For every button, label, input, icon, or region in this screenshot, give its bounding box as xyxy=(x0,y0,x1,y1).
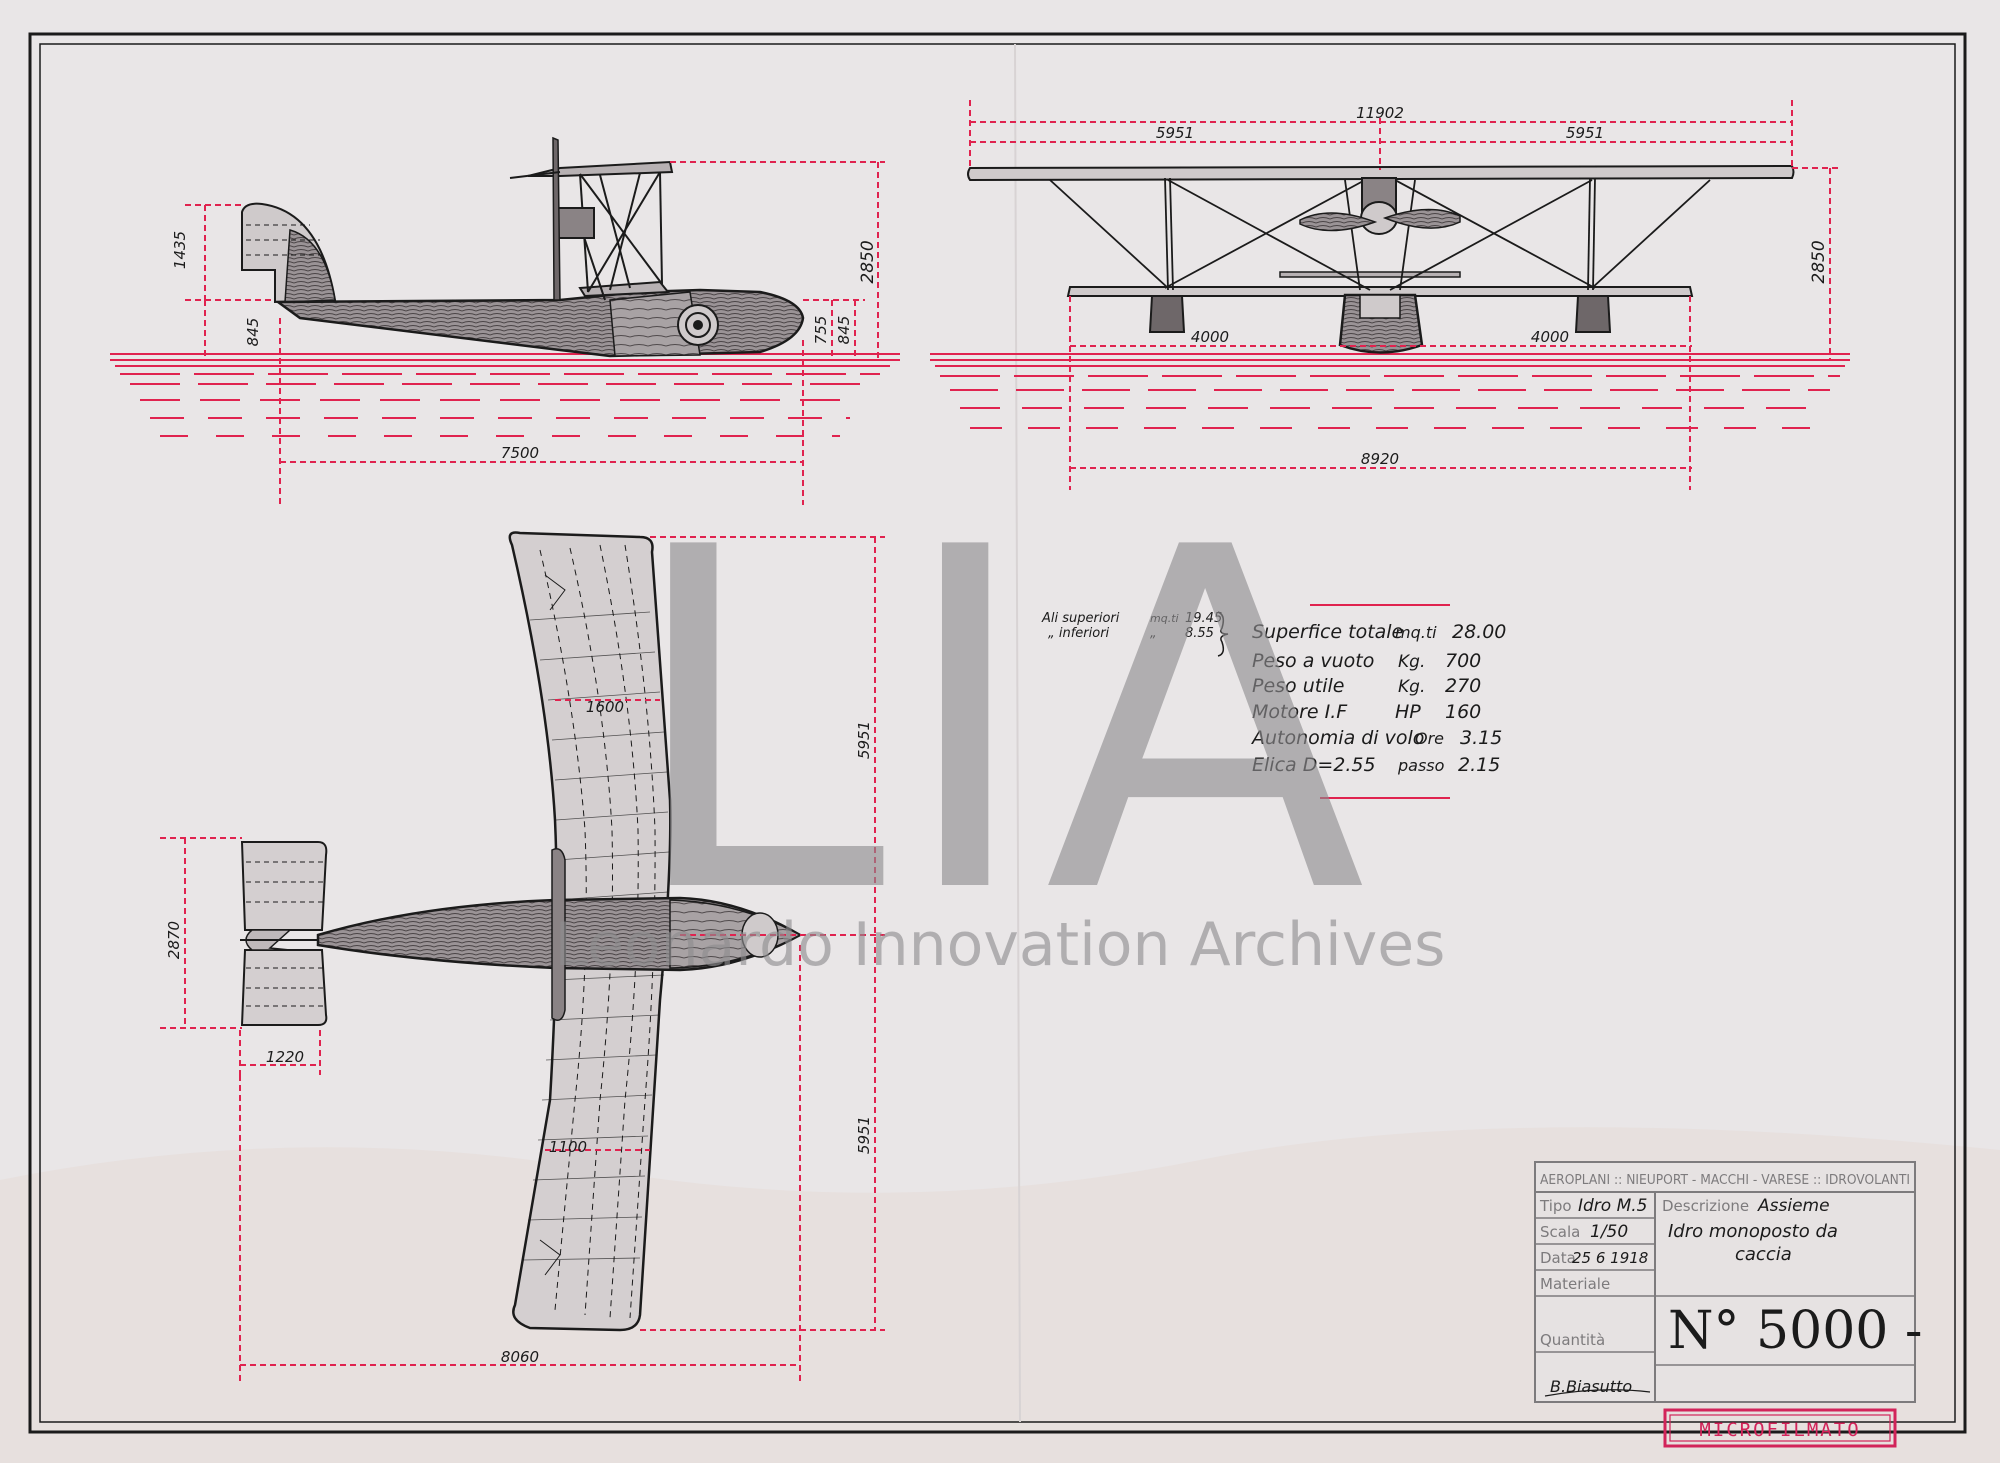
wing-note-lower-label: „ inferiori xyxy=(1048,626,1110,641)
front-dim-height: 2850 xyxy=(1809,240,1829,283)
top-tail-upper xyxy=(240,841,328,931)
spec-row: Elica D=2.55 passo 2.15 xyxy=(1252,754,1500,776)
description-line-1: Idro monoposto da xyxy=(1668,1221,1838,1242)
side-dim-tail-height: 1435 xyxy=(171,231,189,269)
front-view: 11902 5951 5951 2850 4000 4000 8920 xyxy=(930,100,1850,490)
side-dim-lines xyxy=(185,161,885,505)
side-dim-height: 2850 xyxy=(858,240,878,283)
svg-text:passo: passo xyxy=(1397,756,1445,775)
front-float-left xyxy=(1148,295,1186,333)
top-dim-chord-lower: 1100 xyxy=(549,1138,587,1156)
svg-text:270: 270 xyxy=(1445,675,1481,697)
front-lower-wing xyxy=(1066,286,1694,297)
wing-note-lower-unit: „ xyxy=(1150,626,1157,641)
svg-text:3.15: 3.15 xyxy=(1460,727,1502,749)
scala-label: Scala xyxy=(1540,1223,1580,1241)
data-value: 25 6 1918 xyxy=(1572,1249,1648,1267)
top-dim-chord-upper: 1600 xyxy=(586,698,624,716)
spec-row: Superfice totale mq.ti 28.00 xyxy=(1252,621,1506,643)
side-view: 1435 845 2850 755 845 7500 xyxy=(110,136,900,505)
front-dim-lower-span: 8920 xyxy=(1361,450,1399,468)
top-dim-semi-span-upper: 5951 xyxy=(855,721,873,759)
watermark: LIA Leonardo Innovation Archives xyxy=(555,449,1446,996)
svg-text:Peso a vuoto: Peso a vuoto xyxy=(1252,650,1374,672)
watermark-logo: LIA xyxy=(624,449,1376,996)
front-dim-span: 11902 xyxy=(1356,104,1404,122)
spec-row: Motore I.F HP 160 xyxy=(1252,701,1481,723)
side-dim-length: 7500 xyxy=(501,444,539,462)
top-dim-tail-span: 2870 xyxy=(165,921,183,959)
microfilm-stamp: MICROFILMATO xyxy=(1663,1408,1897,1448)
side-water-lines xyxy=(110,353,900,437)
svg-text:Ore: Ore xyxy=(1415,729,1444,748)
svg-text:28.00: 28.00 xyxy=(1452,621,1506,643)
svg-text:Autonomia di volo: Autonomia di volo xyxy=(1250,727,1424,749)
signature: B.Biasutto xyxy=(1550,1377,1632,1396)
top-view: 1600 1100 5951 5951 2870 1220 8060 xyxy=(160,531,885,1385)
svg-text:HP: HP xyxy=(1395,701,1421,723)
front-dim-lines xyxy=(969,100,1840,490)
quantita-label: Quantità xyxy=(1540,1331,1605,1349)
wing-note-upper-unit: mq.ti xyxy=(1150,612,1179,625)
front-struts xyxy=(1049,177,1711,291)
description-line-2: caccia xyxy=(1735,1244,1792,1265)
svg-text:mq.ti: mq.ti xyxy=(1395,623,1437,642)
drawing-number: N° 5000 - xyxy=(1668,1301,1922,1361)
wing-note-lower-value: 8.55 xyxy=(1185,626,1214,641)
side-propeller xyxy=(552,136,561,301)
wing-area-note: Ali superiori mq.ti 19.45 „ inferiori „ … xyxy=(1041,611,1229,657)
wing-note-upper-value: 19.45 xyxy=(1185,611,1222,626)
front-water-lines xyxy=(930,353,1850,429)
svg-text:Kg.: Kg. xyxy=(1398,652,1425,672)
scala-value: 1/50 xyxy=(1590,1222,1628,1242)
wing-note-upper-label: Ali superiori xyxy=(1041,611,1120,626)
side-dim-hull-755: 755 xyxy=(812,316,830,345)
top-dim-lines xyxy=(160,536,885,1385)
svg-text:Elica D=2.55: Elica D=2.55 xyxy=(1252,754,1376,776)
top-dim-semi-span-lower: 5951 xyxy=(855,1116,873,1154)
svg-text:2.15: 2.15 xyxy=(1458,754,1500,776)
front-float-right xyxy=(1574,295,1612,333)
front-dim-float-left: 4000 xyxy=(1191,328,1229,346)
front-propeller-left xyxy=(1299,212,1378,232)
title-block-header: AEROPLANI :: NIEUPORT - MACCHI - VARESE … xyxy=(1540,1173,1910,1188)
svg-text:700: 700 xyxy=(1445,650,1481,672)
materiale-label: Materiale xyxy=(1540,1275,1610,1293)
svg-text:160: 160 xyxy=(1445,701,1481,723)
side-engine xyxy=(557,207,595,239)
stamp-text: MICROFILMATO xyxy=(1699,1419,1860,1441)
data-label: Data xyxy=(1540,1249,1576,1267)
side-dim-hull-845: 845 xyxy=(835,316,853,345)
top-dim-tail-chord: 1220 xyxy=(266,1048,304,1066)
top-propeller xyxy=(551,848,566,1021)
spec-row: Autonomia di volo Ore 3.15 xyxy=(1250,727,1502,749)
front-dim-half-right: 5951 xyxy=(1566,124,1604,142)
front-propeller-right xyxy=(1382,208,1461,229)
svg-text:Peso utile: Peso utile xyxy=(1252,675,1344,697)
top-dim-length: 8060 xyxy=(501,1348,539,1366)
tipo-value: Idro M.5 xyxy=(1578,1196,1648,1216)
descrizione-value: Assieme xyxy=(1757,1196,1830,1216)
outer-border xyxy=(28,32,1967,1434)
tipo-label: Tipo xyxy=(1539,1197,1572,1215)
inner-border xyxy=(39,43,1956,1423)
svg-text:Motore I.F: Motore I.F xyxy=(1252,701,1348,723)
title-block: AEROPLANI :: NIEUPORT - MACCHI - VARESE … xyxy=(1534,1161,1922,1403)
svg-text:Superfice totale: Superfice totale xyxy=(1252,621,1403,643)
watermark-text: Leonardo Innovation Archives xyxy=(555,910,1446,980)
spec-row: Peso a vuoto Kg. 700 xyxy=(1252,650,1481,672)
svg-text:Kg.: Kg. xyxy=(1398,677,1425,697)
descrizione-label: Descrizione xyxy=(1662,1197,1749,1215)
front-dim-half-left: 5951 xyxy=(1156,124,1194,142)
front-dim-float-right: 4000 xyxy=(1531,328,1569,346)
side-dim-tail-base: 845 xyxy=(244,318,262,347)
spec-row: Peso utile Kg. 270 xyxy=(1252,675,1481,697)
spec-table: Superfice totale mq.ti 28.00 Peso a vuot… xyxy=(1250,604,1506,799)
